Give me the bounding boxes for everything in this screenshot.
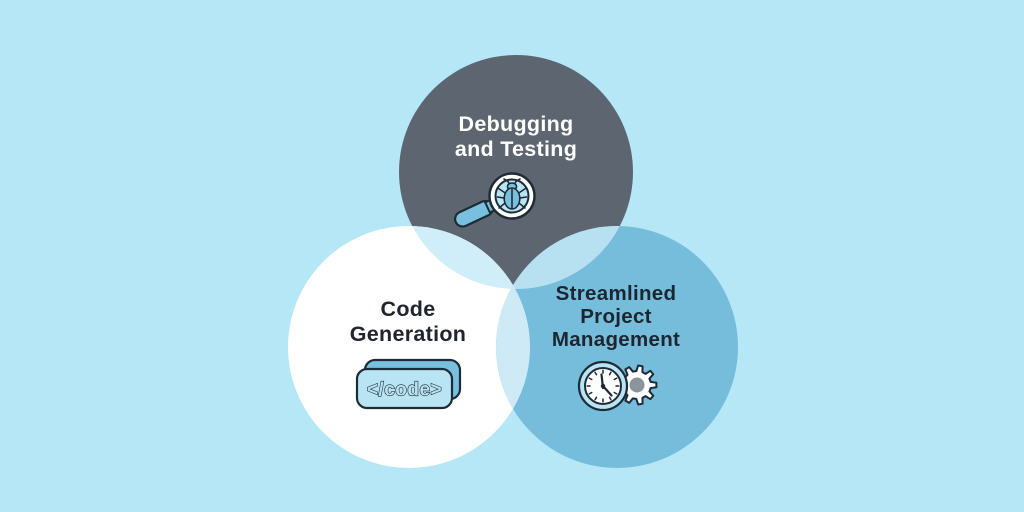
clock-center-dot — [600, 383, 606, 389]
clock-icon — [577, 360, 629, 412]
clock-gear-icon — [577, 360, 658, 412]
circle-project-management — [496, 226, 738, 468]
circle-code-generation — [288, 226, 530, 468]
code-tag-text: </code> — [367, 380, 442, 401]
code-tag-icon: </code> — [355, 358, 462, 410]
gear-hub — [629, 377, 645, 393]
label-project-management: Streamlined Project Management — [551, 282, 681, 352]
bug-icon — [496, 178, 528, 210]
circle-debugging-testing — [399, 55, 633, 289]
clock-ticks — [586, 369, 620, 403]
code-badge-front — [355, 367, 454, 410]
bug-magnifier-icon — [454, 172, 536, 228]
label-code-generation: Code Generation — [349, 297, 467, 347]
label-debugging-testing: Debugging and Testing — [454, 112, 578, 162]
